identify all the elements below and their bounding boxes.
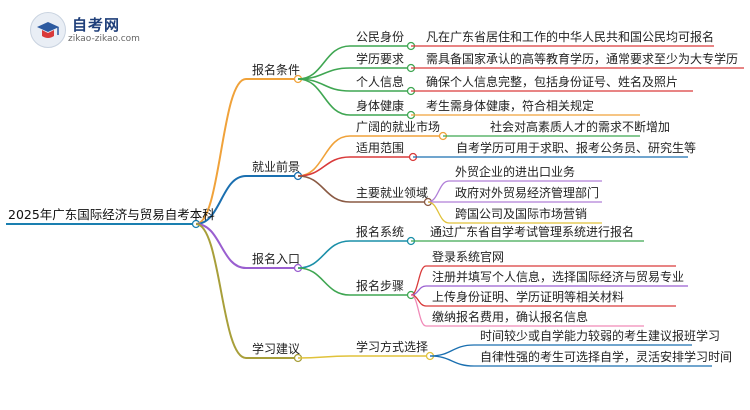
leaf-topic: 凡在广东省居住和工作的中华人民共和国公民均可报名 (426, 30, 715, 44)
graduation-cap-icon (30, 12, 66, 48)
child-connector (297, 135, 443, 177)
child-connector (297, 78, 411, 116)
root-topic: 2025年广东国际经济与贸易自考本科 (8, 207, 215, 222)
leaf-topic: 社会对高素质人才的需求不断增加 (490, 120, 671, 134)
logo-title: 自考网 (72, 16, 121, 34)
branch-connector (195, 78, 247, 225)
leaf-topic: 上传身份证明、学历证明等相关材料 (432, 290, 625, 304)
leaf-topic: 政府对外贸易经济管理部门 (455, 186, 600, 200)
child-connector (297, 240, 411, 269)
branch-topic: 报名入口 (252, 252, 301, 266)
child-topic: 广阔的就业市场 (356, 120, 441, 134)
leaf-topic: 外贸企业的进出口业务 (455, 165, 576, 179)
branch-topic: 学习建议 (252, 342, 301, 356)
leaf-topic: 登录系统官网 (432, 250, 505, 264)
child-connector (297, 175, 428, 203)
leaf-connector (429, 344, 692, 357)
leaf-connector (410, 294, 644, 327)
leaf-topic: 跨国公司及国际市场营销 (455, 207, 588, 221)
child-connector (297, 267, 411, 296)
leaf-topic: 自考学历可用于求职、报考公务员、研究生等 (456, 141, 697, 155)
child-topic: 公民身份 (356, 30, 405, 44)
leaf-topic: 通过广东省自学考试管理系统进行报名 (430, 225, 635, 239)
leaf-connector (427, 180, 602, 203)
leaf-topic: 需具备国家承认的高等教育学历，通常要求至少为大专学历 (426, 52, 739, 66)
branch-connector (195, 223, 247, 359)
branch-topic: 报名条件 (252, 63, 301, 77)
child-topic: 报名系统 (356, 225, 405, 239)
branch-topic: 就业前景 (252, 160, 301, 174)
leaf-connector (410, 265, 676, 296)
child-topic: 学习方式选择 (356, 340, 429, 354)
branch-connector (195, 175, 247, 225)
leaf-connector (429, 355, 712, 367)
child-topic: 学历要求 (356, 52, 405, 66)
branch-connector (195, 223, 247, 269)
child-topic: 适用范围 (356, 141, 405, 155)
leaf-topic: 自律性强的考生可选择自学，灵活安排学习时间 (480, 350, 733, 364)
child-connector (297, 355, 430, 359)
child-topic: 主要就业领域 (356, 186, 429, 200)
leaf-topic: 缴纳报名费用，确认报名信息 (432, 310, 589, 324)
leaf-topic: 确保个人信息完整，包括身份证号、姓名及照片 (426, 75, 679, 89)
leaf-topic: 时间较少或自学能力较弱的考生建议报班学习 (480, 329, 721, 343)
child-topic: 身体健康 (356, 99, 405, 113)
child-connector (297, 45, 411, 80)
leaf-topic: 注册并填写个人信息，选择国际经济与贸易专业 (432, 270, 685, 284)
child-connector (297, 156, 413, 177)
logo-url: zikao-zikao.com (68, 34, 140, 44)
leaf-topic: 考生需身体健康，符合相关规定 (426, 99, 595, 113)
leaf-connector (410, 285, 688, 296)
leaf-connector (427, 201, 602, 224)
child-topic: 报名步骤 (356, 279, 405, 293)
child-topic: 个人信息 (356, 75, 405, 89)
site-logo[interactable]: 自考网 zikao-zikao.com (30, 10, 180, 54)
